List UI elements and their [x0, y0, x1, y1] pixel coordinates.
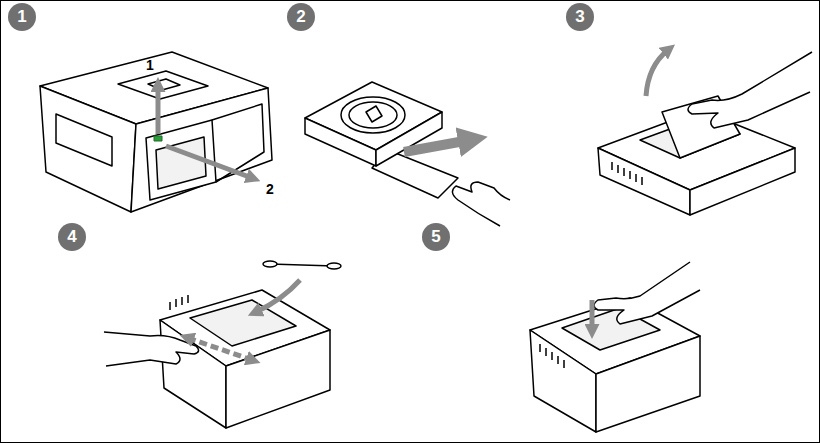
step-number-text: 4	[67, 227, 76, 247]
printer-figure-3	[598, 52, 812, 215]
printer-figure-1	[40, 52, 272, 212]
step-number: 2	[287, 3, 315, 31]
arrow-label: 1	[146, 58, 154, 72]
lift-arrow	[156, 86, 161, 134]
step-number-text: 3	[575, 7, 584, 27]
step-number: 1	[8, 3, 36, 31]
printer-figure-4	[104, 261, 341, 428]
printer-figure-5	[530, 262, 700, 432]
step-number: 3	[566, 3, 594, 31]
slide-arrow	[404, 140, 470, 152]
step-number: 4	[58, 223, 86, 251]
step-number: 5	[422, 223, 450, 251]
step-number-text: 5	[431, 227, 440, 247]
step-number-text: 1	[17, 7, 26, 27]
step-number-text: 2	[296, 7, 305, 27]
close-arrow	[590, 300, 595, 330]
wipe-arrow	[188, 338, 252, 360]
insert-arrow	[256, 280, 300, 312]
printer-figure-2	[305, 82, 510, 226]
arrow-label: 2	[266, 182, 274, 196]
open-arrow	[646, 50, 668, 96]
pull-arrow	[166, 146, 252, 178]
